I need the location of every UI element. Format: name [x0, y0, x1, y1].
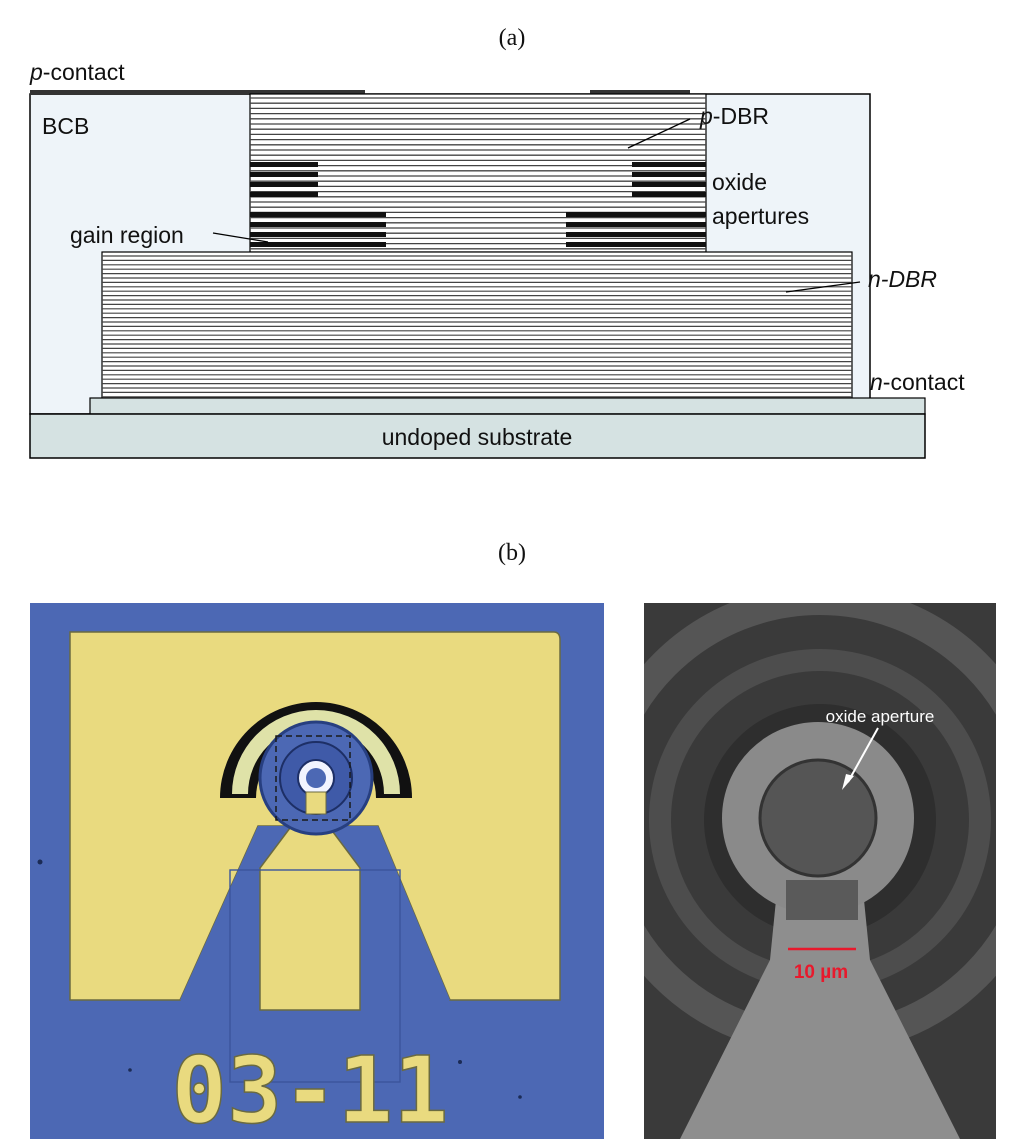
neck-dark [786, 880, 858, 920]
oxide-layer [632, 192, 706, 197]
oxide-aperture-label: oxide aperture [826, 707, 935, 726]
scale-bar-label: 10 µm [794, 962, 848, 983]
center-trace [259, 819, 361, 1011]
neck-trace [680, 860, 960, 1139]
bcb-label: BCB [42, 113, 89, 139]
p-dbr-label: p-DBR [699, 103, 769, 129]
p-contact-label: p-contact [29, 59, 125, 85]
aperture-hole [306, 768, 326, 788]
speck [458, 1060, 462, 1064]
oxide-layer [566, 212, 706, 217]
oxide-apertures-label-line1: oxide [712, 169, 767, 195]
p-dbr-stack [249, 93, 707, 253]
trace-outline [229, 869, 401, 1083]
substrate-label: undoped substrate [382, 424, 573, 450]
gain-region-leader [212, 232, 269, 243]
device-id-label: 03-11 [172, 1037, 449, 1139]
oxide-layer [632, 162, 706, 167]
oxide-layer [632, 182, 706, 187]
oxide-layer [250, 162, 318, 167]
oxide-layer [566, 222, 706, 227]
oxide-layer [566, 242, 706, 247]
oxide-layer [250, 172, 318, 177]
n-dbr-stack [101, 251, 853, 399]
device-micrograph: 03-11 [30, 603, 604, 1139]
oxide-layer [632, 172, 706, 177]
gain-region-label: gain region [70, 222, 184, 248]
oxide-layer [250, 222, 386, 227]
panel-label-a: (a) [499, 25, 526, 51]
cross-section-diagram [29, 90, 926, 459]
oxide-layer [250, 182, 318, 187]
oxide-apertures-label-line2: apertures [712, 203, 809, 229]
aperture-arrow [847, 727, 879, 783]
aperture-disc [758, 758, 878, 878]
oxide-layer [250, 242, 386, 247]
aperture-micrograph: oxide aperture 10 µm [644, 603, 996, 1139]
n-contact-label: n-contact [870, 369, 965, 395]
speck [518, 1095, 522, 1099]
p-dbr-leader [627, 118, 691, 149]
p-contact-right [590, 90, 690, 95]
zoom-box [275, 735, 351, 821]
speck [37, 859, 43, 865]
n-contact-layer [89, 397, 926, 415]
n-dbr-block [101, 251, 853, 399]
oxide-layer [250, 232, 386, 237]
ring-gold [232, 710, 400, 794]
substrate [29, 413, 926, 459]
p-contact-left [30, 90, 365, 95]
n-dbr-label: n-DBR [868, 266, 937, 292]
oxide-layer [250, 192, 318, 197]
n-dbr-leader [785, 281, 861, 293]
oxide-layer [250, 212, 386, 217]
contact-stub [305, 791, 327, 815]
aperture-arrowhead [842, 774, 854, 790]
oxide-layer [566, 232, 706, 237]
speck [128, 1068, 132, 1072]
panel-label-b: (b) [498, 540, 526, 566]
